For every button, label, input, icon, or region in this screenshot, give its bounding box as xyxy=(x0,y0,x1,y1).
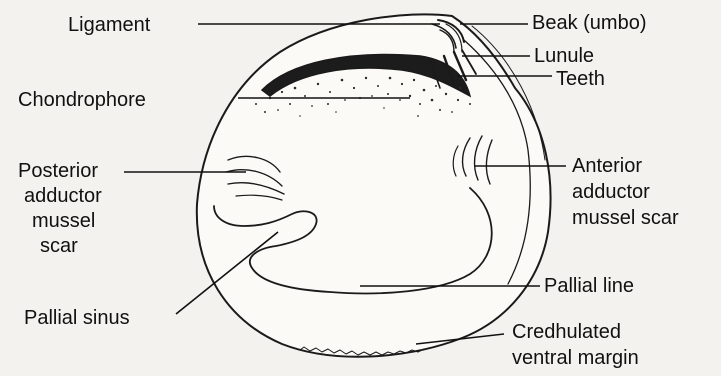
label-pallial-sinus: Pallial sinus xyxy=(24,307,130,329)
label-ventral-margin-2: ventral margin xyxy=(512,347,639,369)
label-posterior-adductor-2: adductor xyxy=(24,185,102,207)
label-pallial-line: Pallial line xyxy=(544,275,634,297)
label-anterior-adductor-1: Anterior xyxy=(572,155,642,177)
label-teeth: Teeth xyxy=(556,68,605,90)
label-ligament: Ligament xyxy=(68,14,151,36)
label-posterior-adductor-3: mussel xyxy=(32,210,95,232)
label-anterior-adductor-2: adductor xyxy=(572,181,650,203)
shell-drawing xyxy=(197,14,551,356)
label-lunule: Lunule xyxy=(534,45,594,67)
label-posterior-adductor-1: Posterior xyxy=(18,160,98,182)
label-chondrophore: Chondrophore xyxy=(18,89,146,111)
label-beak: Beak (umbo) xyxy=(532,12,647,34)
label-anterior-adductor-3: mussel scar xyxy=(572,207,679,229)
label-ventral-margin-1: Credhulated xyxy=(512,321,621,343)
label-posterior-adductor-4: scar xyxy=(40,235,78,257)
